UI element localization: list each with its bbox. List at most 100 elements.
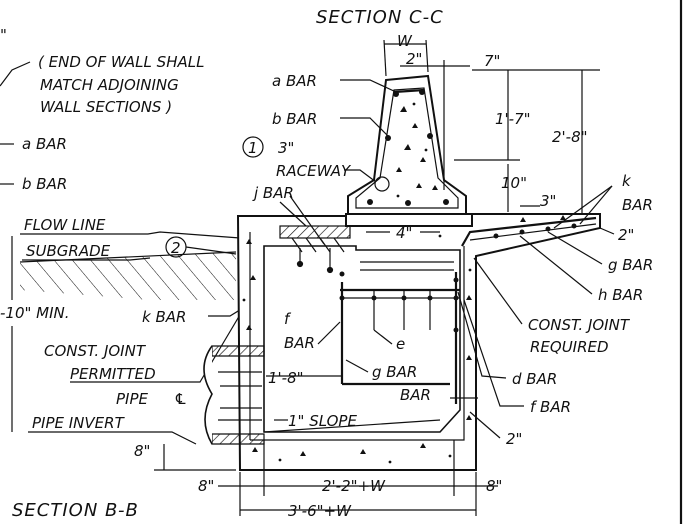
label-e-bar: e: [396, 335, 405, 353]
deck-dot: [571, 223, 577, 229]
callout-1-num: 1: [248, 139, 258, 157]
label-bar-word: BAR: [400, 386, 431, 404]
pipe-centerline-symbol: ℄: [174, 390, 187, 408]
dim-2in-right: 2": [618, 226, 634, 244]
dim-3-6-w: 3'-6"+W: [288, 502, 352, 520]
label-b-bar-left: b BAR: [22, 175, 67, 193]
label-min-dim: -10" MIN.: [0, 304, 70, 322]
dim-ext: [383, 39, 387, 77]
leader-const-joint-left: [70, 307, 245, 383]
dim-2-2-w: 2'-2"+W: [322, 477, 386, 495]
a-bar-top: [393, 88, 425, 94]
dim-3in: 3": [540, 192, 556, 210]
ground-line-left: [19, 251, 237, 263]
raceway-conduit: [374, 176, 390, 192]
leader-f-bar-center: [317, 321, 341, 345]
leader-g-bar-right: [547, 231, 603, 265]
leader-pipe-invert: [28, 431, 197, 445]
pipe-wall-top: [211, 345, 265, 357]
bottom-dimensions: 8" 2'-2"+W 8" 3'-6"+W: [198, 440, 502, 520]
drop-inlet-section: [203, 213, 601, 471]
label-a-bar-cc: a BAR: [272, 72, 317, 90]
dim-leader: [599, 227, 615, 235]
rebar-dot: [427, 133, 433, 139]
label-slope: 1" SLOPE: [288, 412, 357, 430]
leader-d-bar: [457, 291, 507, 379]
j-bars: [296, 248, 334, 274]
section-bb-title: SECTION B-B: [12, 500, 139, 521]
curb-rebar-loop: [355, 87, 459, 209]
end-wall-note: " ( END OF WALL SHALL MATCH ADJOINING WA…: [0, 26, 204, 116]
internal-rebar: [339, 271, 460, 404]
pipe-break: [203, 345, 213, 445]
leader-k-bar-right-2: [553, 185, 613, 229]
pipe-wall-bottom: [211, 433, 265, 445]
end-wall-line-1: ( END OF WALL SHALL: [38, 53, 204, 71]
dim-leader-low: [469, 411, 501, 439]
leader-h-bar: [519, 235, 593, 295]
dim-w: W: [397, 32, 413, 50]
label-flow-line: FLOW LINE: [24, 216, 106, 234]
dim-2in-cc: 2": [406, 50, 422, 68]
section-cc-group: SECTION C-C W 2: [242, 7, 600, 227]
leader-const-joint-right: [473, 257, 523, 325]
leader-f-bar-right: [463, 299, 524, 407]
top-left-mark: ": [0, 26, 7, 44]
label-const-joint-left-1: CONST. JOINT: [44, 342, 147, 360]
dim-1-8: 1'-8": [268, 369, 304, 387]
dim-10in: 10": [501, 174, 527, 192]
leader-k-bar-right: [579, 185, 613, 225]
section-cc-title: SECTION C-C: [316, 7, 444, 28]
deck-dot: [545, 226, 551, 232]
earth-fill-left: [20, 252, 236, 300]
label-const-joint-left-2: PERMITTED: [70, 365, 156, 383]
inlet-cavity: [263, 245, 461, 433]
label-subgrade: SUBGRADE: [26, 242, 111, 260]
note-leader: [0, 61, 31, 87]
dim-2in-low: 2": [506, 430, 522, 448]
water-lines: [360, 261, 454, 271]
callout-1-dim: 3": [278, 139, 294, 157]
right-wall-rebar: [250, 246, 465, 441]
leader-j-bar: [279, 201, 307, 227]
leader-e-bar: [373, 329, 393, 345]
inlet-aggregate: [242, 215, 566, 464]
leader-raceway: [344, 169, 377, 183]
dim-1-7: 1'-7": [495, 110, 531, 128]
rebar-dot: [443, 199, 449, 205]
label-j-bar: j BAR: [252, 184, 294, 202]
label-k-bar-right-2: BAR: [622, 196, 653, 214]
dim-2-8: 2'-8": [552, 128, 588, 146]
label-f-bar-1: f: [284, 310, 292, 328]
rebar-dot: [393, 91, 399, 97]
rebar-dot: [385, 135, 391, 141]
leader-flow-line: [20, 231, 241, 239]
label-const-joint-right-1: CONST. JOINT: [528, 316, 631, 334]
center-labels: j BAR 4" f BAR e g BAR 1'-8" BAR 1" SLOP…: [252, 184, 440, 430]
callout-2-num: 2: [171, 239, 181, 257]
end-wall-line-2: MATCH ADJOINING: [40, 76, 179, 94]
deck-dot: [493, 233, 499, 239]
deck-dot: [519, 229, 525, 235]
left-labels: a BAR b BAR FLOW LINE SUBGRADE 2 -10" MI…: [0, 135, 257, 471]
label-pipe-invert: PIPE INVERT: [32, 414, 126, 432]
rebar-dot: [367, 199, 373, 205]
label-pipe: PIPE: [116, 390, 149, 408]
leader-g-bar-center: [345, 359, 369, 373]
curb-aggregate: [396, 102, 438, 198]
dim-7in-cc: 7": [484, 52, 500, 70]
pipe-water: [218, 371, 262, 421]
label-a-bar-left: a BAR: [22, 135, 67, 153]
dim-ext: [425, 39, 429, 73]
dim-4in: 4": [396, 224, 412, 242]
curb-outline: [347, 74, 467, 215]
dim-8in-bottom-right: 8": [486, 477, 502, 495]
deck-rebar: [461, 216, 597, 247]
leader-a-bar: [340, 79, 397, 93]
label-h-bar: h BAR: [598, 286, 643, 304]
dim-8in-left: 8": [134, 442, 150, 460]
end-wall-line-3: WALL SECTIONS ): [40, 98, 172, 116]
label-b-bar-cc: b BAR: [272, 110, 317, 128]
callout-1-circle: [242, 136, 264, 158]
